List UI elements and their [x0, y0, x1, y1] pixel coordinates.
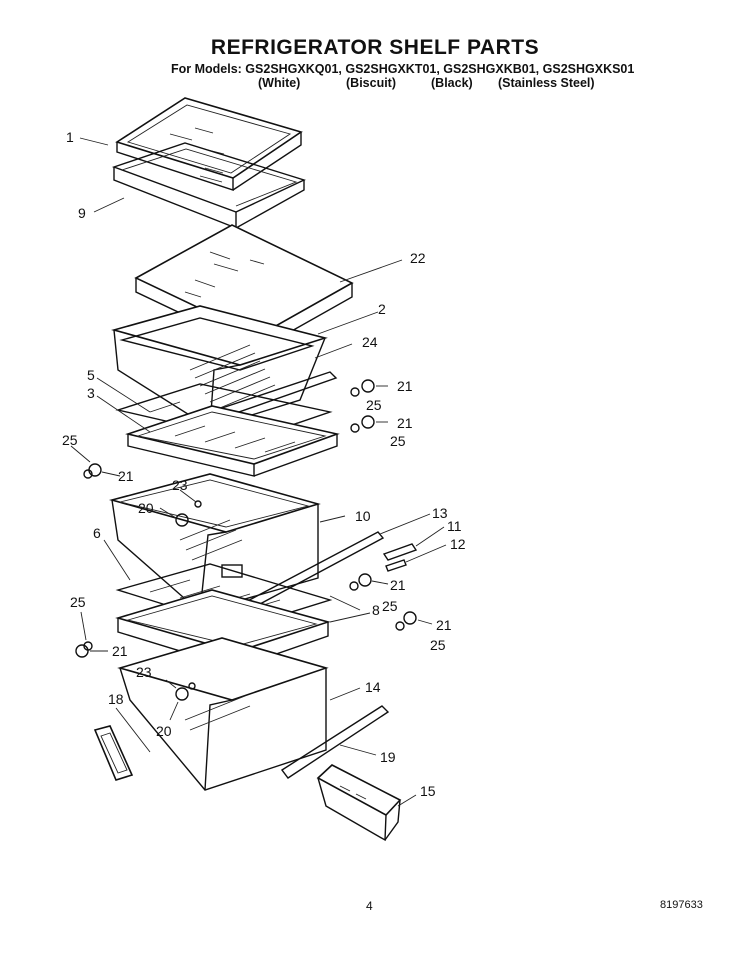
color-biscuit: (Biscuit) — [346, 76, 396, 90]
callout-21c: 21 — [118, 468, 134, 484]
callout-1: 1 — [66, 129, 74, 145]
page-title: REFRIGERATOR SHELF PARTS — [210, 36, 540, 59]
models-line: For Models: GS2SHGXKQ01, GS2SHGXKT01, GS… — [171, 62, 635, 76]
part-13-rail — [238, 531, 385, 613]
part-3-shelf-frame — [125, 405, 340, 477]
color-stainless-steel: (Stainless Steel) — [498, 76, 595, 90]
callout-10: 10 — [355, 508, 371, 524]
callout-25d: 25 — [382, 598, 398, 614]
callouts: 1 9 22 2 24 5 3 21 25 21 25 25 21 23 20 … — [62, 129, 466, 799]
callout-5: 5 — [87, 367, 95, 383]
callout-3: 3 — [87, 385, 95, 401]
callout-2: 2 — [378, 301, 386, 317]
callout-13: 13 — [432, 505, 448, 521]
callout-24: 24 — [362, 334, 378, 350]
callout-20a: 20 — [138, 500, 154, 516]
part-19-rail — [280, 705, 390, 779]
part-11-latch — [382, 543, 418, 561]
callout-20b: 20 — [156, 723, 172, 739]
part-18-panel — [93, 725, 134, 781]
fasteners — [75, 379, 417, 701]
callout-8: 8 — [372, 602, 380, 618]
part-14-pan — [117, 637, 329, 791]
callout-6: 6 — [93, 525, 101, 541]
callout-23a: 23 — [172, 477, 188, 493]
callout-9: 9 — [78, 205, 86, 221]
part-12-clip — [385, 559, 407, 572]
callout-21d: 21 — [390, 577, 406, 593]
callout-21f: 21 — [436, 617, 452, 633]
document-number: 8197633 — [660, 899, 703, 911]
callout-15: 15 — [420, 783, 436, 799]
callout-21e: 21 — [112, 643, 128, 659]
callout-18: 18 — [108, 691, 124, 707]
page-number: 4 — [366, 899, 373, 913]
callout-23b: 23 — [136, 664, 152, 680]
color-white: (White) — [258, 76, 301, 90]
callout-21b: 21 — [397, 415, 413, 431]
callout-11: 11 — [447, 518, 462, 534]
color-black: (Black) — [431, 76, 473, 90]
callout-25b: 25 — [390, 433, 406, 449]
leader-lines — [70, 137, 447, 807]
part-1-shelf-glass — [115, 97, 303, 191]
callout-25f: 25 — [430, 637, 446, 653]
callout-22: 22 — [410, 250, 426, 266]
part-9-shelf-frame — [111, 142, 306, 230]
callout-21a: 21 — [397, 378, 413, 394]
callout-25c: 25 — [62, 432, 78, 448]
callout-12: 12 — [450, 536, 466, 552]
callout-25e: 25 — [70, 594, 86, 610]
callout-19: 19 — [380, 749, 396, 765]
callout-14: 14 — [365, 679, 381, 695]
callout-25a: 25 — [366, 397, 382, 413]
part-15-bin — [316, 764, 402, 842]
